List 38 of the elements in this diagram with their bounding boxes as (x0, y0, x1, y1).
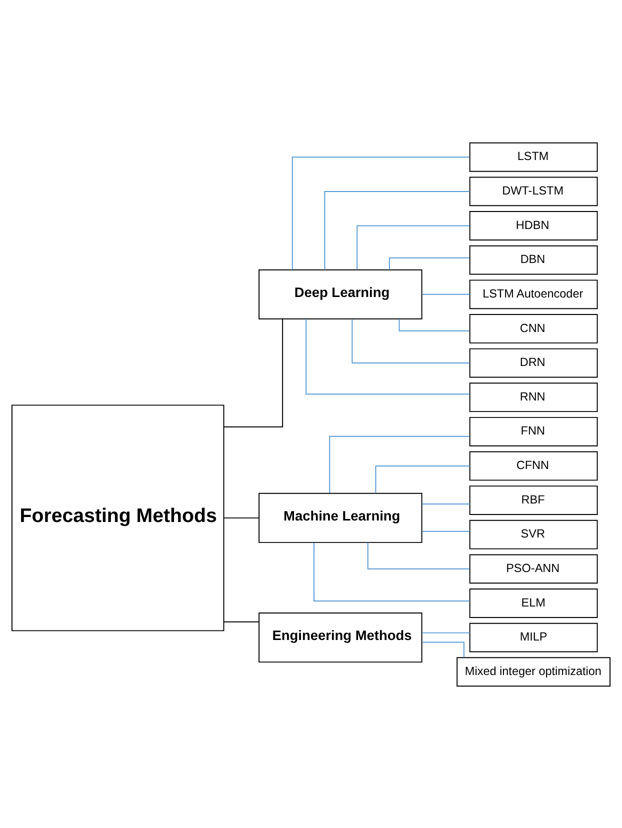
node-box: FNN (469, 416, 598, 446)
connector (422, 530, 470, 532)
connector (367, 542, 470, 569)
node-box: RBF (469, 485, 598, 514)
node-box: Forecasting Methods (11, 404, 224, 631)
node-box: Mixed integer optimization (456, 656, 611, 686)
node-box: DBN (469, 244, 598, 274)
node-box: MILP (469, 622, 598, 652)
node-box: PSO-ANN (469, 554, 598, 584)
node-box: DRN (469, 348, 598, 378)
node-box: SVR (469, 519, 598, 549)
node-box: ELM (469, 588, 598, 618)
connector (324, 190, 470, 270)
node-box: HDBN (469, 210, 598, 240)
node-box: LSTM Autoencoder (469, 279, 598, 309)
connector (223, 516, 260, 518)
node-box: Engineering Methods (258, 612, 422, 662)
node-box: CNN (469, 314, 598, 343)
connector (422, 502, 470, 504)
connector (306, 318, 470, 394)
node-box: DWT-LSTM (469, 176, 598, 206)
connector (356, 224, 470, 270)
node-box: Deep Learning (258, 268, 422, 319)
node-box: Machine Learning (258, 492, 422, 542)
connector (398, 318, 470, 331)
connector (422, 632, 470, 633)
node-box: RNN (469, 382, 598, 412)
connector (224, 318, 284, 427)
node-box: LSTM (469, 142, 598, 172)
connector (352, 318, 470, 364)
connector (422, 293, 470, 294)
connector (329, 435, 470, 494)
connector (292, 156, 470, 270)
connector (388, 256, 470, 270)
node-box: CFNN (469, 450, 598, 480)
connector (375, 464, 470, 494)
connector (313, 542, 470, 602)
connector (223, 620, 260, 622)
